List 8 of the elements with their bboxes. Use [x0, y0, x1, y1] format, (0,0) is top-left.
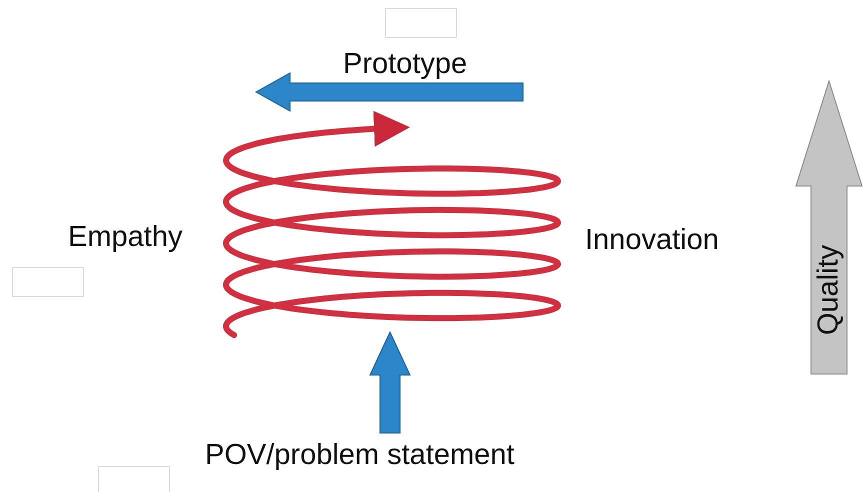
stage-label: Innovation [585, 226, 719, 255]
stage-label: Prototype [343, 50, 468, 79]
empty-box [98, 466, 170, 492]
stage-label: POV/problem statement [205, 441, 514, 470]
arrow-label: Quality [814, 244, 844, 336]
stage-label: Empathy [68, 223, 182, 252]
empty-box [12, 267, 84, 297]
empty-box [385, 8, 457, 38]
